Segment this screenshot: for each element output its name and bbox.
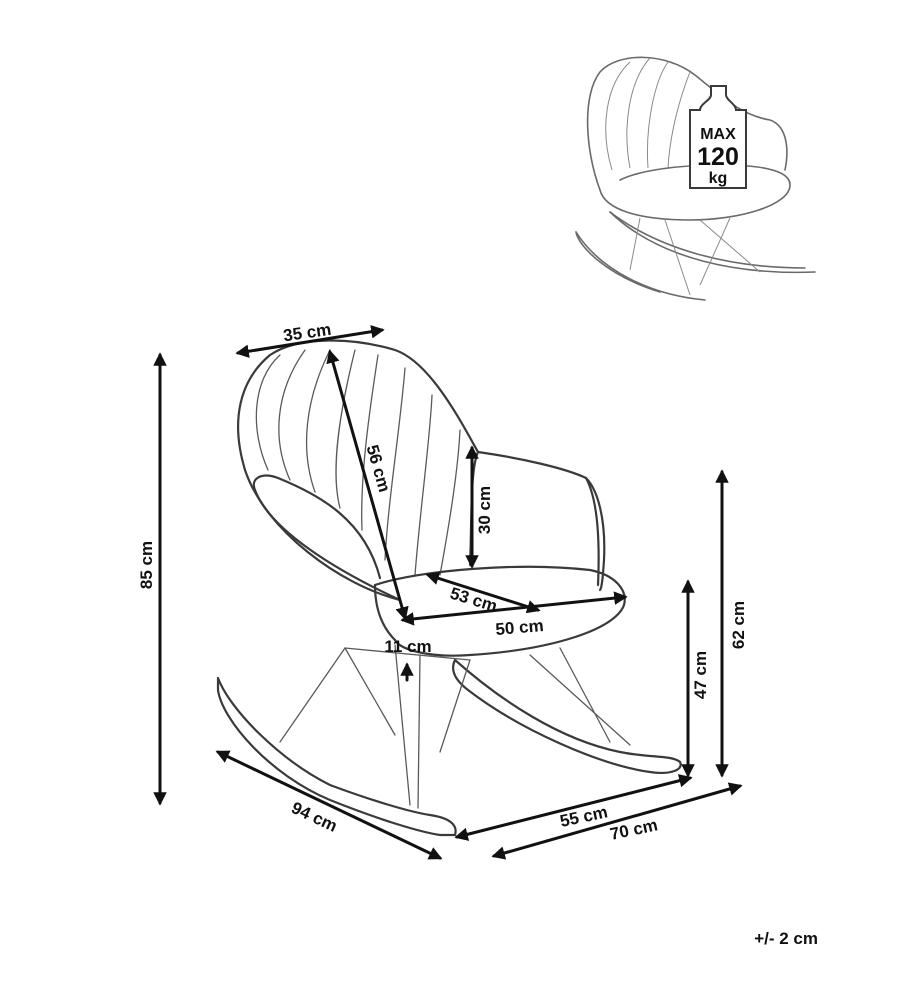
dimension-lines	[153, 325, 743, 860]
label-tolerance: +/- 2 cm	[754, 929, 818, 948]
label-armrest-floor-height: 62 cm	[729, 601, 748, 649]
badge-weight-value: 120	[697, 143, 739, 171]
max-weight-badge: MAX 120 kg	[689, 85, 747, 189]
label-seat-height: 47 cm	[691, 651, 710, 699]
badge-max-label: MAX	[700, 126, 736, 143]
thumbnail-chair-illustration	[575, 56, 816, 301]
label-total-width: 70 cm	[608, 815, 659, 844]
arrow-seat-width	[400, 591, 628, 626]
label-total-height: 85 cm	[137, 541, 156, 589]
arrow-rocker-length	[215, 750, 443, 860]
main-chair-illustration	[216, 339, 682, 837]
badge-unit-label: kg	[709, 170, 728, 187]
label-seat-width: 50 cm	[495, 616, 545, 639]
arrow-backrest-width	[235, 325, 385, 358]
arrow-total-width	[491, 782, 743, 860]
label-armrest-height: 30 cm	[475, 486, 494, 534]
label-rocker-length: 94 cm	[288, 798, 340, 836]
arrow-backrest-height	[326, 349, 409, 621]
label-seat-thickness: 11 cm	[384, 637, 431, 656]
